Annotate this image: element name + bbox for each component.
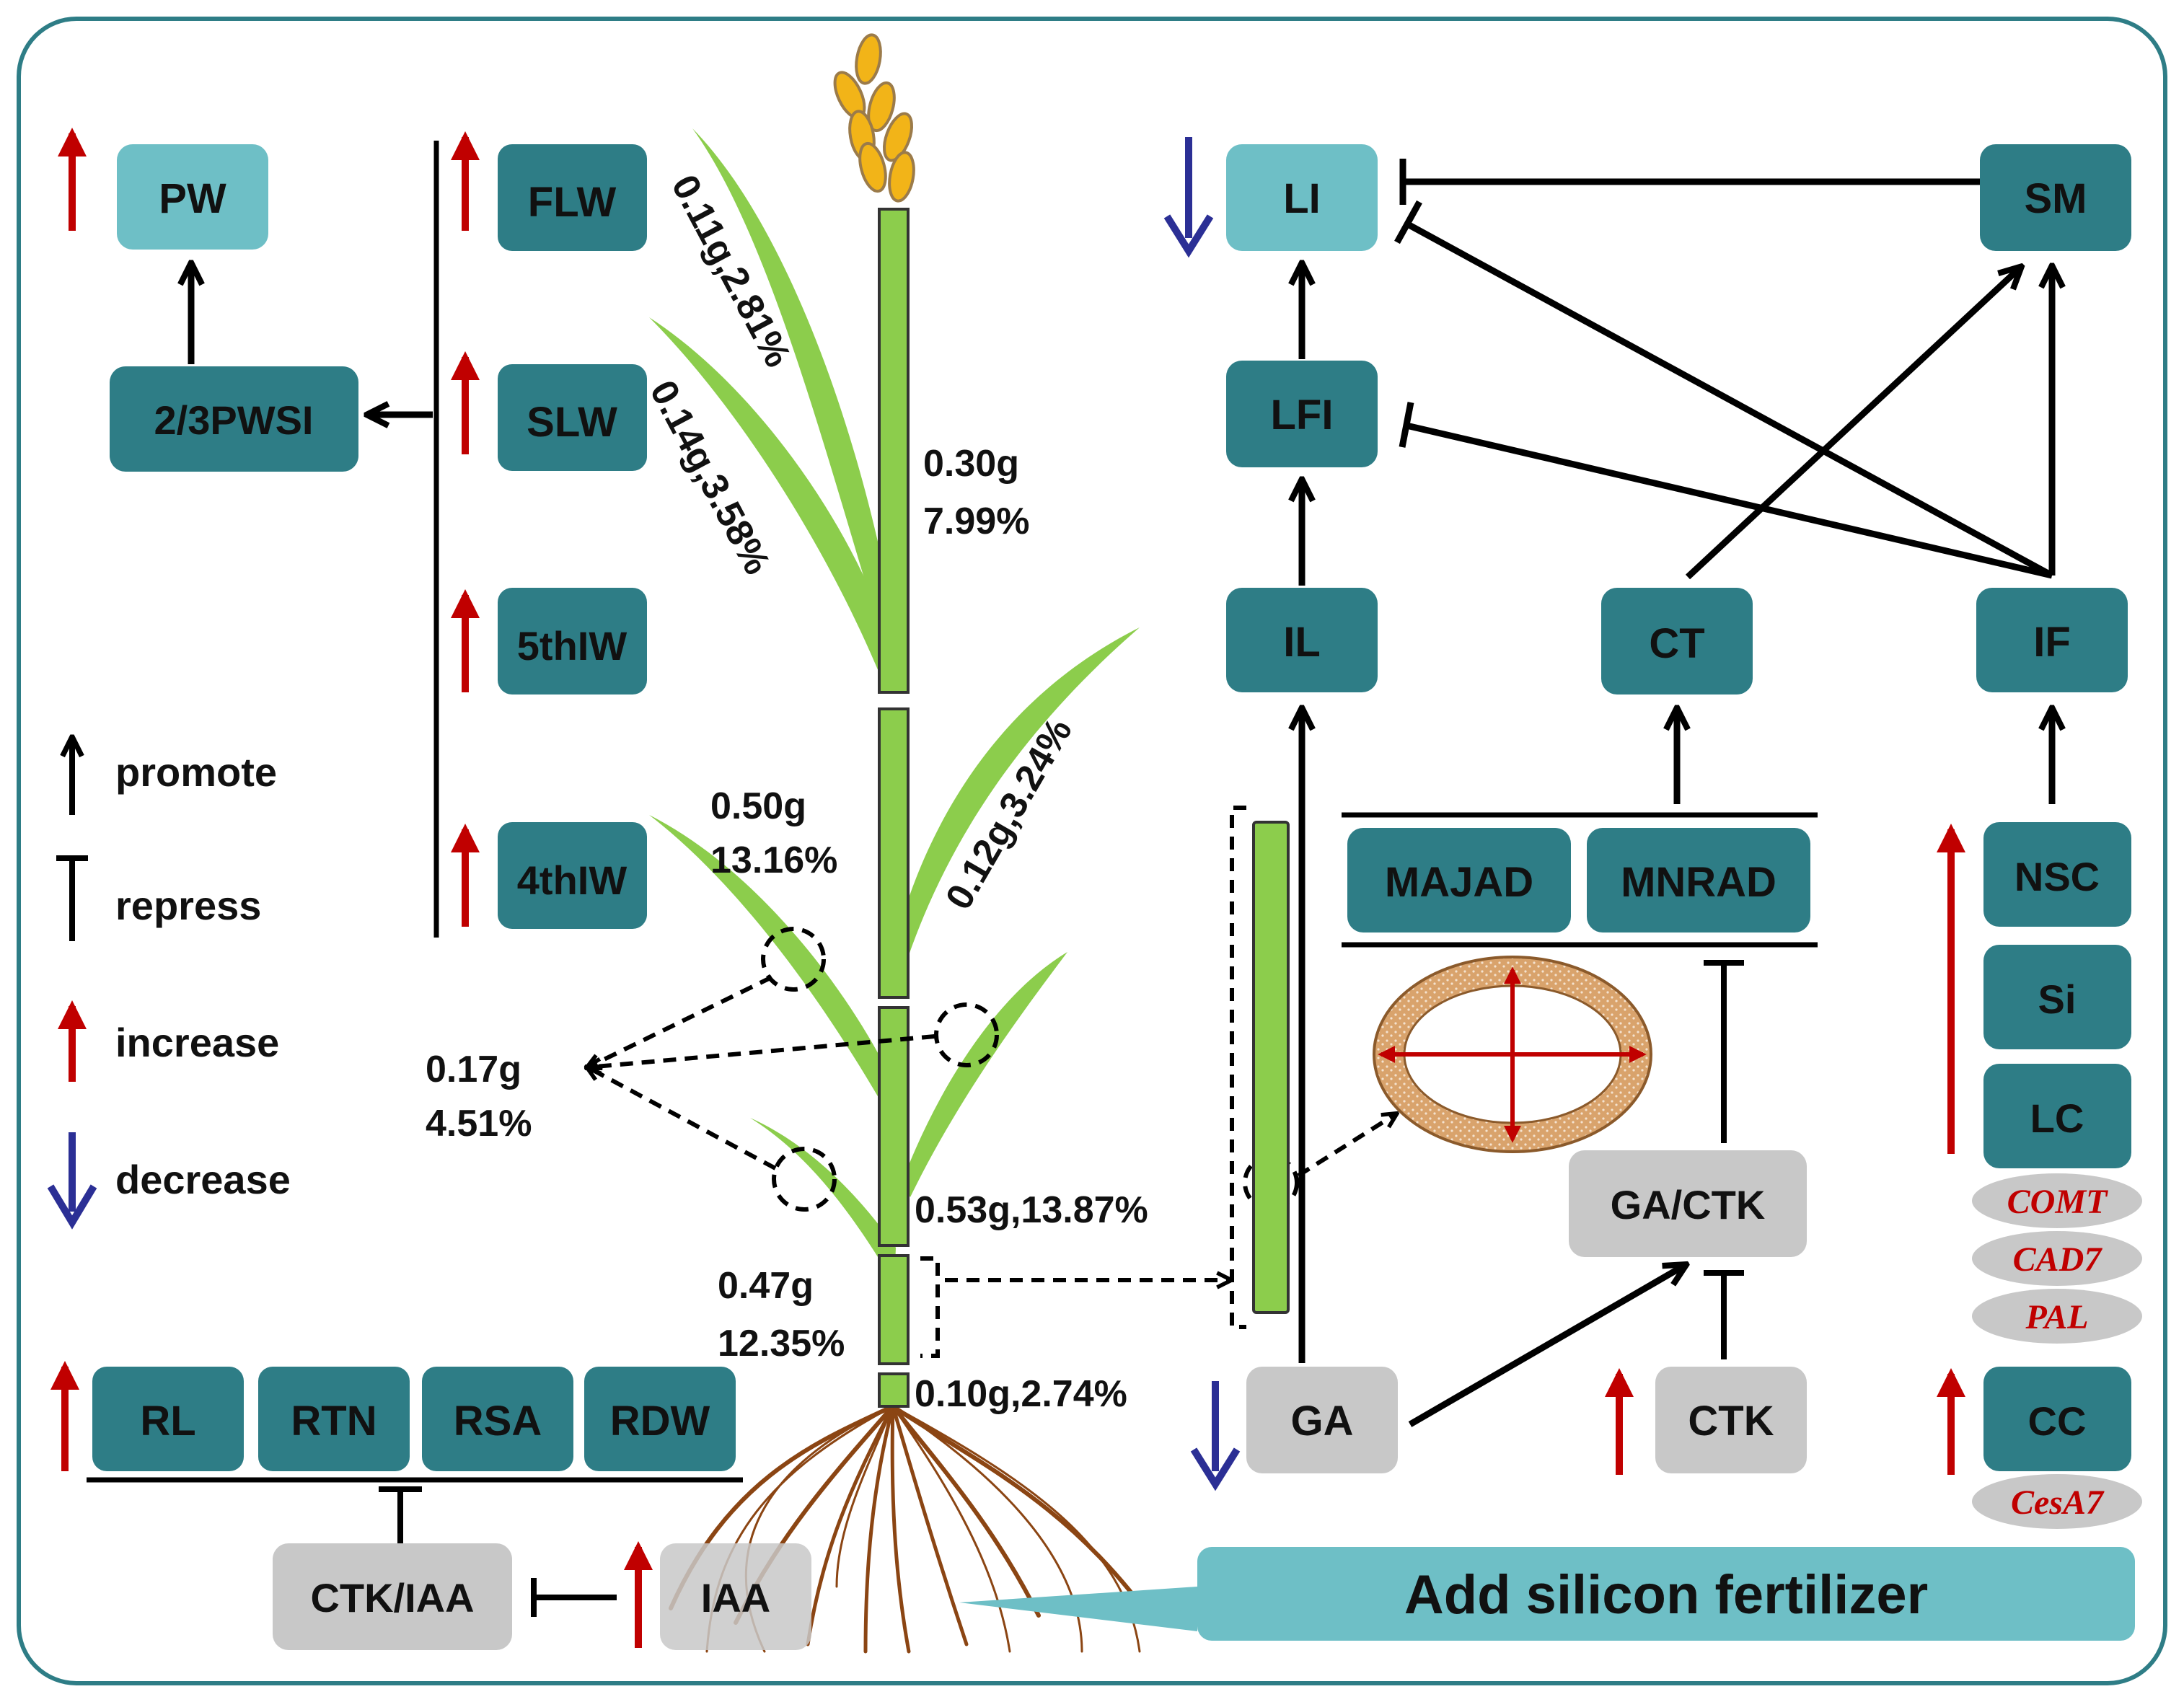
rdw-box	[584, 1367, 736, 1471]
legend-decrease: decrease	[115, 1157, 291, 1202]
network-edges	[1302, 159, 2052, 1363]
ga-to-gactk-arrow	[1408, 1266, 1684, 1427]
comt-gene	[1972, 1173, 2142, 1228]
il-box	[1226, 588, 1378, 692]
internode1-percent: 7.99%	[923, 501, 1029, 542]
nsc-box	[1983, 822, 2131, 927]
rsa-label: RSA	[454, 1398, 542, 1445]
stem-cross-section	[1373, 956, 1652, 1153]
iw4-box	[498, 822, 647, 929]
ctk-label: CTK	[1688, 1398, 1774, 1445]
cad7-gene	[1972, 1231, 2142, 1286]
pw-label: PW	[159, 175, 226, 222]
iw5-label: 5thIW	[517, 623, 628, 669]
internode2-mass: 0.50g	[710, 785, 806, 827]
if-label: IF	[2033, 619, 2071, 666]
internode4-mass: 0.47g	[718, 1265, 814, 1307]
majad-box	[1347, 828, 1571, 932]
rice-plant	[649, 33, 1156, 1654]
if-box	[1976, 588, 2128, 692]
rdw-label: RDW	[610, 1398, 710, 1445]
enlarged-internode	[1252, 821, 1290, 1314]
iw4-label: 4thIW	[517, 857, 628, 903]
pal-label: PAL	[2025, 1298, 2088, 1336]
il-label: IL	[1283, 619, 1321, 666]
internode5-label: 0.10g,2.74%	[915, 1373, 1127, 1415]
silicon-fertilizer-banner	[1197, 1547, 2135, 1641]
rsa-box	[422, 1367, 573, 1471]
legend-increase: increase	[115, 1020, 279, 1065]
internode2-percent: 13.16%	[710, 839, 837, 881]
mnrad-box	[1587, 828, 1810, 932]
internode4-percent: 12.35%	[718, 1323, 845, 1364]
si-label: Si	[2038, 976, 2077, 1022]
cc-box	[1983, 1367, 2131, 1471]
ga-ctk-label: GA/CTK	[1611, 1182, 1766, 1227]
sheath-mass: 0.17g	[426, 1049, 521, 1090]
sheath-percent: 4.51%	[426, 1103, 532, 1145]
sheath-markers	[588, 806, 1396, 1358]
pwsi-box	[110, 366, 358, 472]
slw-label: SLW	[527, 399, 617, 446]
li-label: LI	[1283, 175, 1321, 222]
legend: promote repress increase decrease	[47, 739, 291, 1230]
rl-label: RL	[140, 1398, 195, 1445]
lfi-box	[1226, 361, 1378, 467]
majad-label: MAJAD	[1385, 859, 1533, 906]
li-box	[1226, 144, 1378, 251]
slw-box	[498, 364, 647, 471]
lfi-label: LFI	[1271, 392, 1334, 438]
stem	[878, 208, 910, 1408]
cesa7-gene	[1972, 1474, 2142, 1529]
ct-label: CT	[1649, 620, 1704, 667]
comt-label: COMT	[2007, 1183, 2108, 1221]
lc-box	[1983, 1064, 2131, 1168]
pwsi-label: 2/3PWSI	[154, 397, 314, 443]
iaa-box	[660, 1543, 811, 1650]
panicle	[833, 33, 915, 203]
lc-label: LC	[2030, 1095, 2084, 1141]
pw-box	[117, 144, 268, 250]
banner-pointer	[959, 1587, 1197, 1631]
leaves	[649, 128, 1140, 1284]
legend-repress: repress	[115, 883, 261, 928]
rtn-box	[258, 1367, 410, 1471]
ctk-iaa-label: CTK/IAA	[310, 1575, 474, 1621]
si-box	[1983, 945, 2131, 1049]
mnrad-label: MNRAD	[1621, 859, 1776, 906]
sm-label: SM	[2025, 175, 2087, 222]
legend-promote: promote	[115, 749, 277, 795]
rtn-label: RTN	[291, 1398, 377, 1445]
ga-ctk-box	[1569, 1150, 1807, 1257]
ct-box	[1601, 588, 1753, 695]
rl-box	[92, 1367, 244, 1471]
internode1-mass: 0.30g	[923, 443, 1019, 485]
internode3-label: 0.53g,13.87%	[915, 1189, 1148, 1231]
cesa7-label: CesA7	[2011, 1483, 2105, 1522]
nsc-label: NSC	[2015, 854, 2100, 899]
banner-text: Add silicon fertilizer	[1404, 1564, 1928, 1626]
ctk-iaa-box	[273, 1543, 512, 1650]
flw-box	[498, 144, 647, 251]
sm-box	[1980, 144, 2131, 251]
ga-box	[1246, 1367, 1398, 1473]
ga-label: GA	[1291, 1398, 1354, 1445]
flw-label: FLW	[528, 179, 617, 226]
iw5-box	[498, 588, 647, 695]
iaa-label: IAA	[701, 1575, 770, 1621]
cad7-label: CAD7	[2013, 1240, 2103, 1279]
cc-label: CC	[2028, 1398, 2087, 1444]
ctk-box	[1655, 1367, 1807, 1473]
pal-gene	[1972, 1289, 2142, 1344]
